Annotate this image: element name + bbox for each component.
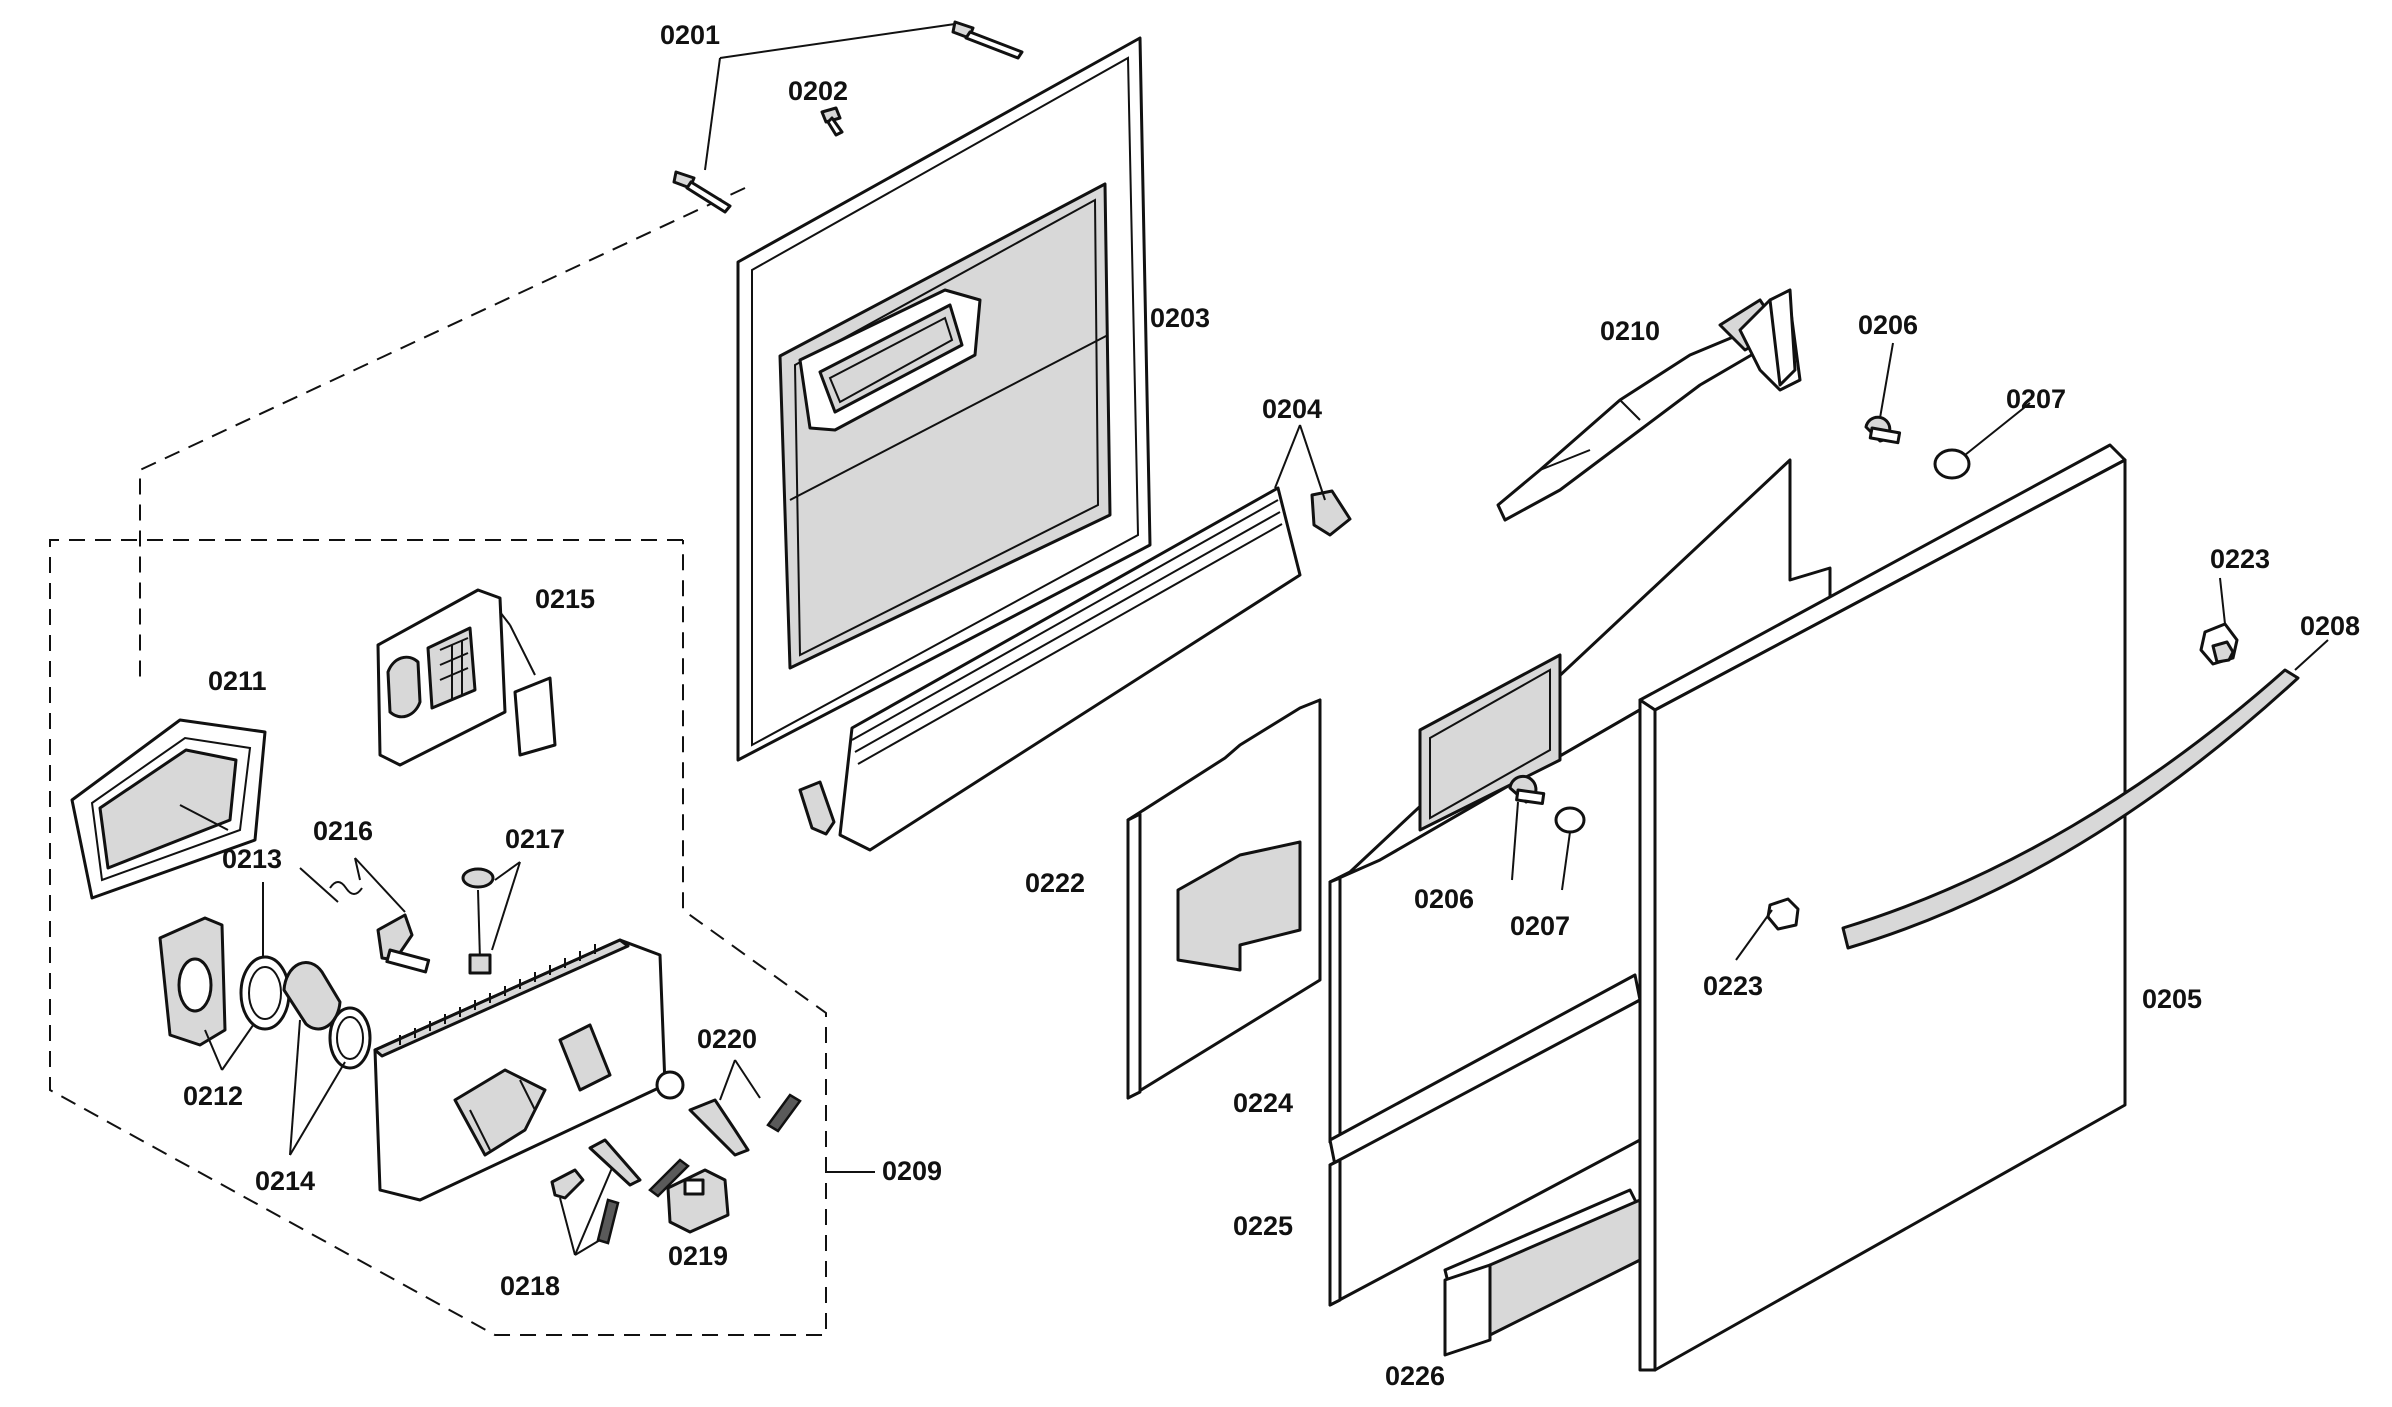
label-0226: 0226: [1385, 1361, 1445, 1391]
knob-0223-upper: [2199, 622, 2239, 666]
label-0206-lower: 0206: [1414, 884, 1474, 914]
parts-0220: [655, 1070, 802, 1157]
screw-0202: [820, 106, 844, 137]
seal-strip-0204: [798, 486, 1352, 852]
hinge-bracket-0210: [1496, 288, 1802, 522]
label-0211: 0211: [208, 666, 267, 696]
part-labels: 0201 0202 0203 0204 0205 0206 0206 0207 …: [183, 20, 2360, 1391]
handle-bar-0208: [1841, 668, 2300, 950]
label-0201: 0201: [660, 20, 720, 50]
lower-trim-0226: [1443, 1188, 1642, 1357]
label-0207-lower: 0207: [1510, 911, 1570, 941]
label-0225: 0225: [1233, 1211, 1293, 1241]
label-0216: 0216: [313, 816, 373, 846]
washer-0207-upper: [1933, 448, 1971, 480]
screw-0206-upper: [1864, 415, 1902, 445]
inner-door-0203: [736, 36, 1152, 762]
insulation-frame-0222: [1126, 698, 1322, 1100]
ring-0213: [239, 955, 291, 1031]
label-0218: 0218: [500, 1271, 560, 1301]
label-0213: 0213: [222, 844, 282, 874]
label-0217: 0217: [505, 824, 565, 854]
parts-0218: [550, 1138, 690, 1245]
nut-0214: [282, 961, 372, 1070]
label-0202: 0202: [788, 76, 848, 106]
label-0222: 0222: [1025, 868, 1085, 898]
label-0212: 0212: [183, 1081, 243, 1111]
label-0207-upper: 0207: [2006, 384, 2066, 414]
switch-0219: [666, 1168, 730, 1234]
bracket-0212: [158, 916, 227, 1047]
washer-0207-lower: [1554, 806, 1586, 834]
panel-0215: [376, 588, 557, 767]
label-0214: 0214: [255, 1166, 315, 1196]
label-0223-upper: 0223: [2210, 544, 2270, 574]
label-0210: 0210: [1600, 316, 1660, 346]
label-0215: 0215: [535, 584, 595, 614]
spring-lever-0216: [329, 881, 431, 974]
label-0205: 0205: [2142, 984, 2202, 1014]
label-0219: 0219: [668, 1241, 728, 1271]
screw-0201-left: [672, 170, 732, 214]
label-0206-upper: 0206: [1858, 310, 1918, 340]
screw-0201-top: [951, 20, 1024, 60]
pin-0217: [461, 867, 495, 975]
frame-0211: [70, 718, 267, 900]
assembly-0209-boundary: [49, 187, 875, 1336]
label-0209: 0209: [882, 1156, 942, 1186]
label-0204: 0204: [1262, 394, 1322, 424]
knob-0223-lower: [1766, 897, 1800, 931]
label-0220: 0220: [697, 1024, 757, 1054]
label-0203: 0203: [1150, 303, 1210, 333]
label-0208: 0208: [2300, 611, 2360, 641]
screw-0206-lower: [1508, 774, 1546, 806]
label-0223-lower: 0223: [1703, 971, 1763, 1001]
label-0224: 0224: [1233, 1088, 1293, 1118]
